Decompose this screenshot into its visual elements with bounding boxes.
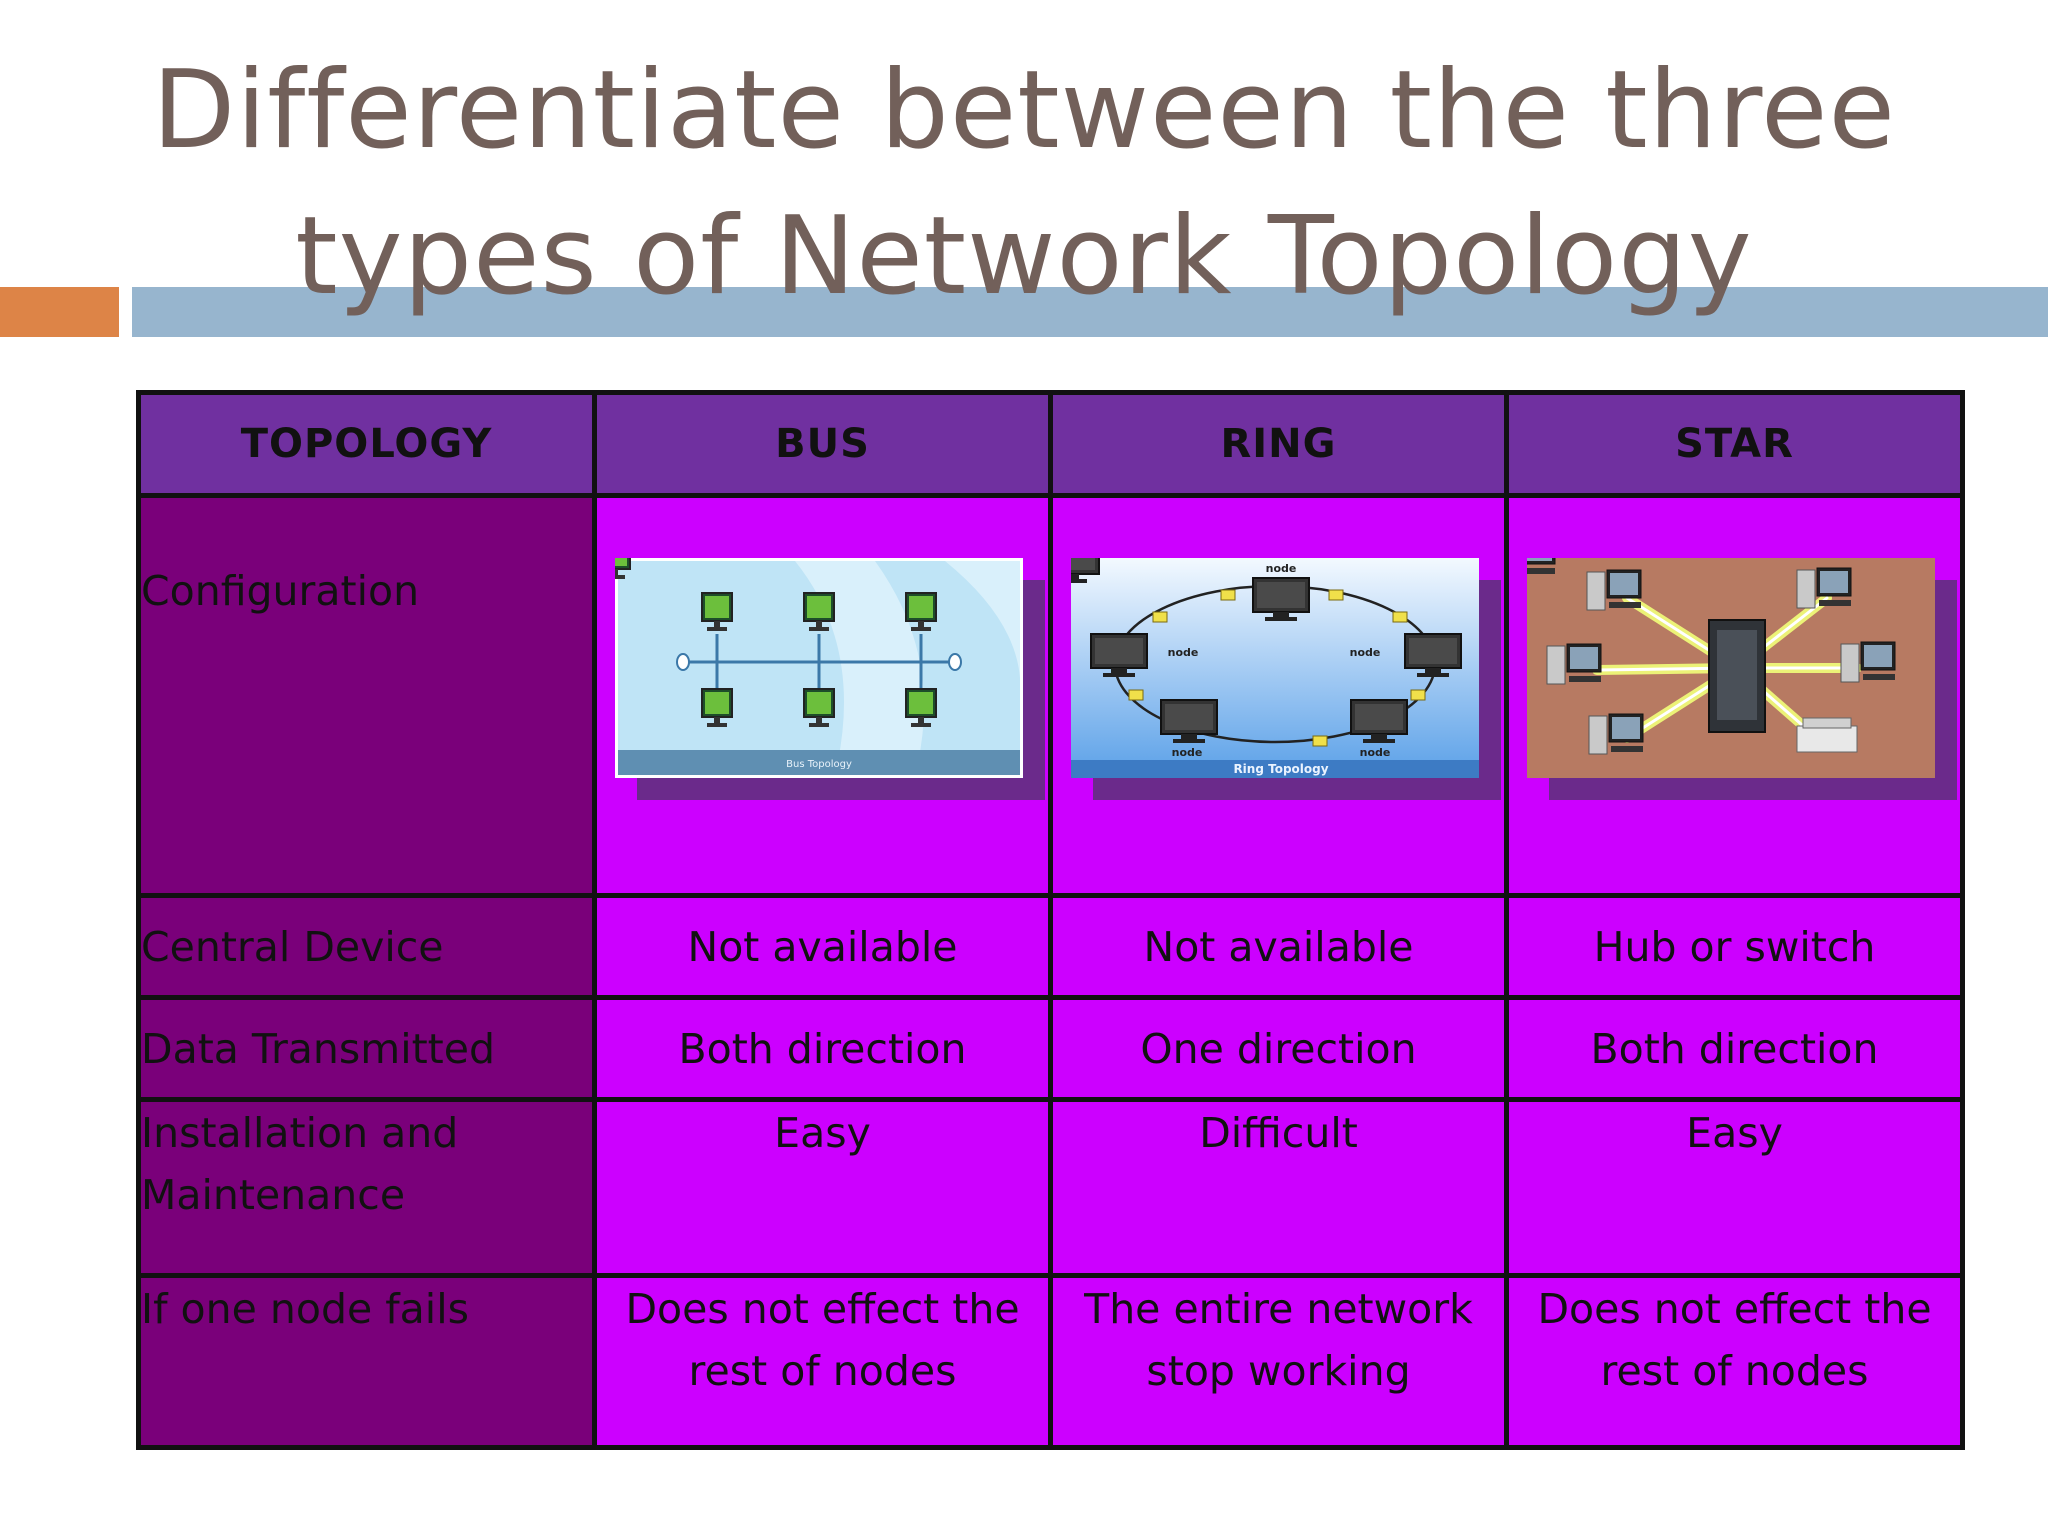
row-label-installation-line2: Maintenance (141, 1171, 406, 1219)
header-topology: TOPOLOGY (136, 390, 597, 498)
cell-central-device-star: Hub or switch (1504, 893, 1965, 1000)
cell-node-fails-ring-line2: stop working (1146, 1347, 1411, 1395)
table-row-installation: Installation and Maintenance Easy Diffic… (136, 1097, 1965, 1278)
bus-caption: Bus Topology (786, 759, 852, 770)
slide-title-line1: Differentiate between the three (152, 48, 1896, 173)
bus-config-cell: Bus Topology (592, 493, 1053, 898)
slide-title: Differentiate between the three types of… (0, 38, 2048, 330)
row-label-node-fails: If one node fails (136, 1273, 597, 1450)
row-label-central-device: Central Device (136, 893, 597, 1000)
header-ring: RING (1048, 390, 1509, 498)
bus-topology-image: Bus Topology (615, 558, 1023, 778)
cell-node-fails-star-line2: rest of nodes (1600, 1347, 1869, 1395)
ring-node-label: node (1360, 746, 1391, 759)
cell-installation-ring: Difficult (1048, 1097, 1509, 1278)
slide-title-line2: types of Network Topology (295, 194, 1753, 319)
row-label-configuration-text: Configuration (141, 567, 420, 615)
accent-bar-blue (132, 287, 2048, 337)
row-label-central-device-text: Central Device (141, 922, 444, 971)
bus-topology-diagram-icon: Bus Topology (615, 558, 1023, 778)
cell-node-fails-star-line1: Does not effect the (1537, 1285, 1932, 1333)
table-row-configuration: Configuration (136, 493, 1965, 898)
cell-node-fails-bus-line1: Does not effect the (625, 1285, 1020, 1333)
ring-node-label: node (1350, 646, 1381, 659)
header-bus: BUS (592, 390, 1053, 498)
cell-data-transmitted-ring: One direction (1048, 995, 1509, 1102)
row-label-data-transmitted: Data Transmitted (136, 995, 597, 1102)
row-label-node-fails-text: If one node fails (141, 1285, 469, 1333)
ring-topology-image: node node node node node Ring Topology (1071, 558, 1479, 778)
cell-data-transmitted-star: Both direction (1504, 995, 1965, 1102)
cell-node-fails-ring-line1: The entire network (1084, 1285, 1473, 1333)
ring-topology-diagram-icon: node node node node node Ring Topology (1071, 558, 1479, 778)
cell-installation-bus: Easy (592, 1097, 1053, 1278)
row-label-installation: Installation and Maintenance (136, 1097, 597, 1278)
cell-node-fails-bus: Does not effect the rest of nodes (592, 1273, 1053, 1450)
ring-node-label: node (1172, 746, 1203, 759)
cell-central-device-ring: Not available (1048, 893, 1509, 1000)
star-config-cell (1504, 493, 1965, 898)
table-header-row: TOPOLOGY BUS RING STAR (136, 390, 1965, 498)
topology-comparison-table: TOPOLOGY BUS RING STAR Configuration (136, 390, 1965, 1450)
accent-bar-orange (0, 287, 119, 337)
ring-caption: Ring Topology (1233, 762, 1328, 776)
table-row-node-fails: If one node fails Does not effect the re… (136, 1273, 1965, 1450)
ring-config-cell: node node node node node Ring Topology (1048, 493, 1509, 898)
table-row-central-device: Central Device Not available Not availab… (136, 893, 1965, 1000)
ring-node-label: node (1266, 562, 1297, 575)
cell-central-device-bus: Not available (592, 893, 1053, 1000)
cell-data-transmitted-bus: Both direction (592, 995, 1053, 1102)
row-label-configuration: Configuration (136, 493, 597, 898)
header-star: STAR (1504, 390, 1965, 498)
row-label-data-transmitted-text: Data Transmitted (141, 1024, 496, 1073)
ring-node-label: node (1168, 646, 1199, 659)
table-row-data-transmitted: Data Transmitted Both direction One dire… (136, 995, 1965, 1102)
star-topology-diagram-icon (1527, 558, 1935, 778)
cell-node-fails-ring: The entire network stop working (1048, 1273, 1509, 1450)
row-label-installation-line1: Installation and (141, 1109, 459, 1157)
cell-installation-star: Easy (1504, 1097, 1965, 1278)
cell-node-fails-star: Does not effect the rest of nodes (1504, 1273, 1965, 1450)
star-topology-image (1527, 558, 1935, 778)
cell-node-fails-bus-line2: rest of nodes (688, 1347, 957, 1395)
